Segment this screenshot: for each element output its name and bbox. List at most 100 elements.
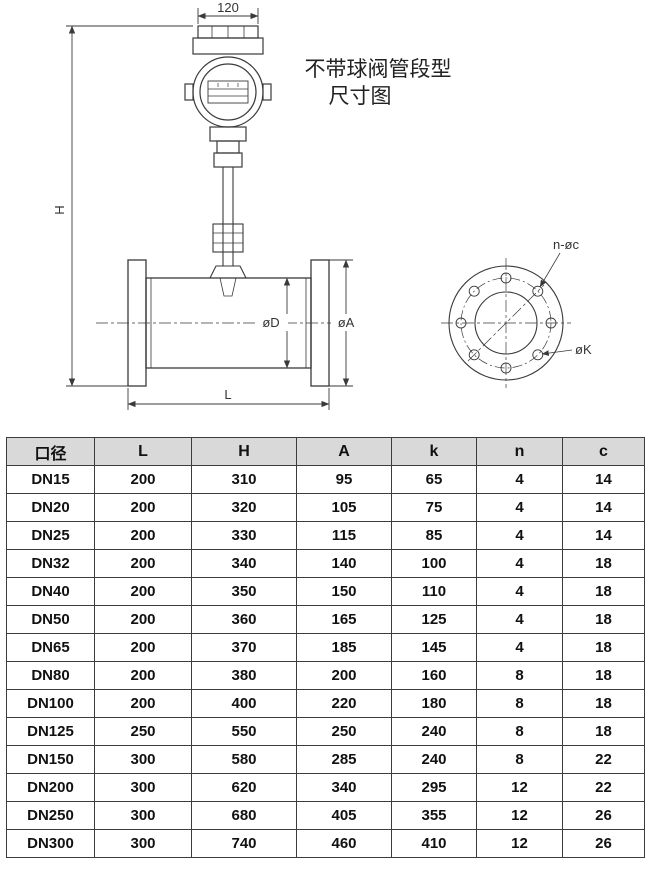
value-cell: 295 [391, 773, 477, 802]
value-cell: 14 [562, 465, 645, 494]
value-cell: 200 [94, 465, 192, 494]
value-cell: 200 [296, 661, 392, 690]
dim-bore: øD [256, 277, 291, 369]
value-cell: 240 [391, 745, 477, 774]
value-cell: 200 [94, 521, 192, 550]
head-base [209, 126, 247, 142]
value-cell: 125 [391, 605, 477, 634]
dim-flange-od-label: øA [338, 315, 355, 330]
value-cell: 165 [296, 605, 392, 634]
table-header-cell: n [476, 437, 563, 466]
value-cell: 4 [476, 549, 563, 578]
value-cell: 200 [94, 689, 192, 718]
sensor-probe [219, 277, 237, 297]
bolt-circle-label: øK [575, 342, 592, 357]
table-header-cell: 口径 [6, 437, 95, 466]
diameter-cell: DN20 [6, 493, 95, 522]
value-cell: 4 [476, 465, 563, 494]
value-cell: 350 [191, 577, 297, 606]
stem-hex-fitting [213, 152, 243, 168]
value-cell: 145 [391, 633, 477, 662]
dim-top-width: 120 [197, 0, 259, 24]
value-cell: 140 [296, 549, 392, 578]
value-cell: 8 [476, 717, 563, 746]
value-cell: 405 [296, 801, 392, 830]
value-cell: 18 [562, 661, 645, 690]
value-cell: 340 [191, 549, 297, 578]
value-cell: 18 [562, 689, 645, 718]
dim-top-width-label: 120 [217, 0, 239, 15]
head-upper-body [192, 37, 264, 55]
value-cell: 200 [94, 633, 192, 662]
head-housing-outer [192, 56, 264, 128]
value-cell: 680 [191, 801, 297, 830]
value-cell: 400 [191, 689, 297, 718]
table-header-cell: H [191, 437, 297, 466]
diameter-cell: DN200 [6, 773, 95, 802]
flange-end-view: n-øc øK [441, 237, 592, 388]
value-cell: 550 [191, 717, 297, 746]
value-cell: 310 [191, 465, 297, 494]
value-cell: 95 [296, 465, 392, 494]
value-cell: 370 [191, 633, 297, 662]
head-housing-bezel [199, 63, 257, 121]
dim-height: H [52, 25, 193, 387]
value-cell: 26 [562, 801, 645, 830]
value-cell: 14 [562, 493, 645, 522]
value-cell: 105 [296, 493, 392, 522]
diameter-cell: DN150 [6, 745, 95, 774]
diameter-cell: DN25 [6, 521, 95, 550]
value-cell: 340 [296, 773, 392, 802]
value-cell: 18 [562, 717, 645, 746]
value-cell: 100 [391, 549, 477, 578]
value-cell: 620 [191, 773, 297, 802]
value-cell: 250 [94, 717, 192, 746]
value-cell: 580 [191, 745, 297, 774]
diameter-cell: DN32 [6, 549, 95, 578]
diameter-cell: DN65 [6, 633, 95, 662]
value-cell: 4 [476, 521, 563, 550]
value-cell: 12 [476, 773, 563, 802]
value-cell: 200 [94, 577, 192, 606]
diameter-cell: DN80 [6, 661, 95, 690]
value-cell: 180 [391, 689, 477, 718]
value-cell: 110 [391, 577, 477, 606]
value-cell: 160 [391, 661, 477, 690]
drawing-title-line1: 不带球阀管段型 [305, 58, 452, 81]
value-cell: 200 [94, 661, 192, 690]
value-cell: 12 [476, 801, 563, 830]
diameter-cell: DN50 [6, 605, 95, 634]
diameter-cell: DN300 [6, 829, 95, 858]
value-cell: 320 [191, 493, 297, 522]
value-cell: 18 [562, 605, 645, 634]
drawing-title: 不带球阀管段型 尺寸图 [305, 58, 452, 108]
diameter-cell: DN15 [6, 465, 95, 494]
value-cell: 380 [191, 661, 297, 690]
value-cell: 300 [94, 829, 192, 858]
value-cell: 8 [476, 689, 563, 718]
value-cell: 200 [94, 493, 192, 522]
value-cell: 740 [191, 829, 297, 858]
transmitter-head [184, 25, 272, 168]
bolt-holes [455, 272, 557, 374]
value-cell: 220 [296, 689, 392, 718]
value-cell: 18 [562, 577, 645, 606]
value-cell: 360 [191, 605, 297, 634]
value-cell: 75 [391, 493, 477, 522]
value-cell: 12 [476, 829, 563, 858]
stem-coupling [212, 223, 244, 253]
value-cell: 22 [562, 773, 645, 802]
value-cell: 4 [476, 633, 563, 662]
table-header-cell: A [296, 437, 392, 466]
mounting-boss [209, 265, 247, 279]
value-cell: 8 [476, 661, 563, 690]
